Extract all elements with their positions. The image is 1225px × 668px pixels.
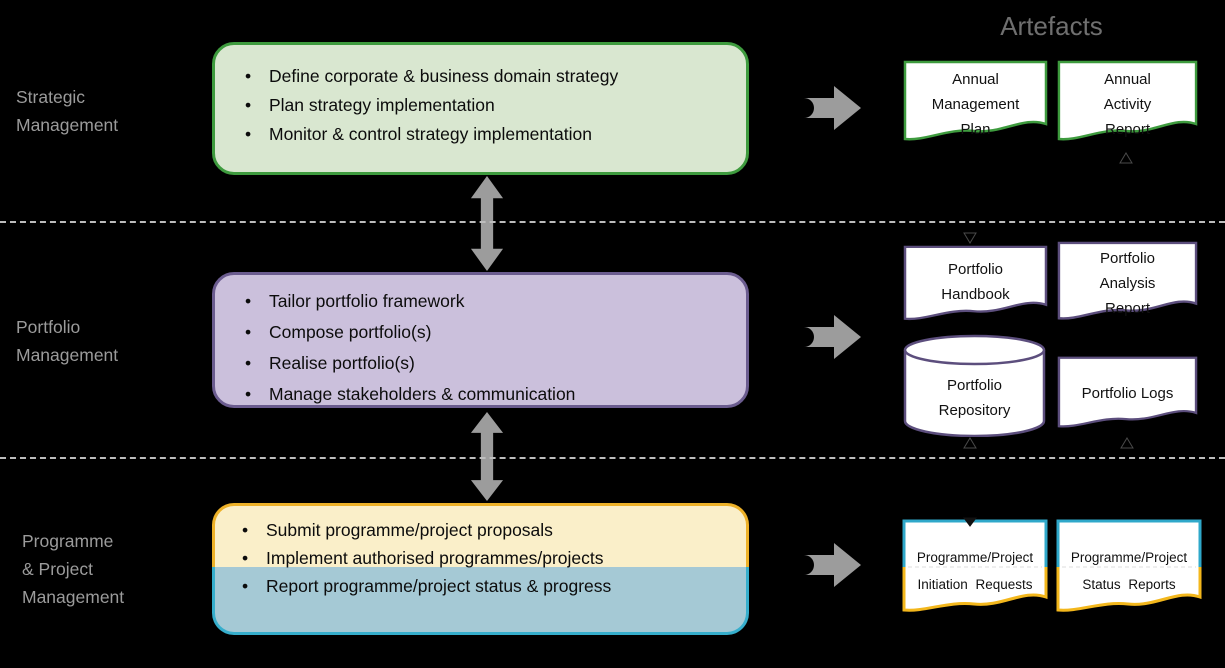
bullet-item: Submit programme/project proposals xyxy=(242,516,739,544)
lane-separator-dashed-line xyxy=(0,221,1225,223)
connector-arrowhead-down-icon xyxy=(963,514,977,527)
bullet-item: Realise portfolio(s) xyxy=(245,348,736,379)
document-programme-project-status-reports: Programme/Project Status Reports xyxy=(1056,519,1202,614)
arrow-strategic-to-artefacts xyxy=(792,85,862,131)
arrow-portfolio-to-artefacts xyxy=(792,314,862,360)
artefacts-title: Artefacts xyxy=(1000,11,1103,41)
database-portfolio-repository: Portfolio Repository xyxy=(903,333,1046,437)
document-label: Annual Activity Report xyxy=(1103,71,1152,138)
double-arrow-portfolio-programme xyxy=(470,412,504,501)
document-programme-project-initiation-requests: Programme/Project Initiation Requests xyxy=(902,519,1048,614)
bullet-item: Plan strategy implementation xyxy=(245,91,736,120)
bullet-item: Monitor & control strategy implementatio… xyxy=(245,120,736,149)
document-label: Portfolio Handbook xyxy=(941,261,1010,303)
bullet-item: Define corporate & business domain strat… xyxy=(245,62,736,91)
bullet-text: Compose portfolio(s) xyxy=(269,322,432,342)
document-label: Portfolio Logs xyxy=(1081,385,1174,402)
document-portfolio-handbook: Portfolio Handbook xyxy=(903,245,1048,329)
document-portfolio-analysis-report: Portfolio Analysis Report xyxy=(1057,241,1198,329)
programme-bullet-list: Submit programme/project proposals Imple… xyxy=(212,503,749,600)
bullet-text: Monitor & control strategy implementatio… xyxy=(269,124,592,144)
strategic-management-box: Define corporate & business domain strat… xyxy=(212,42,749,175)
bullet-text: Plan strategy implementation xyxy=(269,95,495,115)
document-annual-management-plan: Annual Management Plan xyxy=(903,60,1048,150)
lane-label-programme: Programme & Project Management xyxy=(22,531,125,607)
portfolio-management-box: Tailor portfolio framework Compose portf… xyxy=(212,272,749,408)
document-label: Programme/Project Status Reports xyxy=(1070,550,1188,592)
database-label: Portfolio Repository xyxy=(938,377,1011,419)
document-portfolio-logs: Portfolio Logs xyxy=(1057,356,1198,436)
document-label: Portfolio Analysis Report xyxy=(1099,250,1156,317)
bullet-text: Implement authorised programmes/projects xyxy=(266,548,604,568)
bullet-item: Implement authorised programmes/projects xyxy=(242,544,739,572)
bullet-text: Manage stakeholders & communication xyxy=(269,384,576,404)
connector-arrowhead-down-icon xyxy=(963,231,977,244)
document-label: Programme/Project Initiation Requests xyxy=(916,550,1034,592)
bullet-text: Define corporate & business domain strat… xyxy=(269,66,619,86)
bullet-text: Submit programme/project proposals xyxy=(266,520,553,540)
lane-label-portfolio: Portfolio Management xyxy=(16,317,119,365)
connector-arrowhead-up-icon xyxy=(1119,151,1133,164)
connector-arrowhead-up-icon xyxy=(963,436,977,449)
bullet-item: Compose portfolio(s) xyxy=(245,317,736,348)
portfolio-bullet-list: Tailor portfolio framework Compose portf… xyxy=(215,275,746,410)
connector-arrowhead-up-icon xyxy=(1120,436,1134,449)
document-label: Annual Management Plan xyxy=(931,71,1020,138)
double-arrow-strategic-portfolio xyxy=(470,176,504,271)
document-annual-activity-report: Annual Activity Report xyxy=(1057,60,1198,150)
strategic-bullet-list: Define corporate & business domain strat… xyxy=(215,45,746,149)
bullet-item: Report programme/project status & progre… xyxy=(242,572,739,600)
bullet-text: Tailor portfolio framework xyxy=(269,291,465,311)
lane-separator-dashed-line xyxy=(0,457,1225,459)
lane-label-strategic: Strategic Management xyxy=(16,87,119,135)
bullet-text: Report programme/project status & progre… xyxy=(266,576,612,596)
bullet-item: Manage stakeholders & communication xyxy=(245,379,736,410)
bullet-text: Realise portfolio(s) xyxy=(269,353,415,373)
arrow-programme-to-artefacts xyxy=(792,542,862,588)
programme-project-management-box: Submit programme/project proposals Imple… xyxy=(212,503,749,635)
bullet-item: Tailor portfolio framework xyxy=(245,286,736,317)
